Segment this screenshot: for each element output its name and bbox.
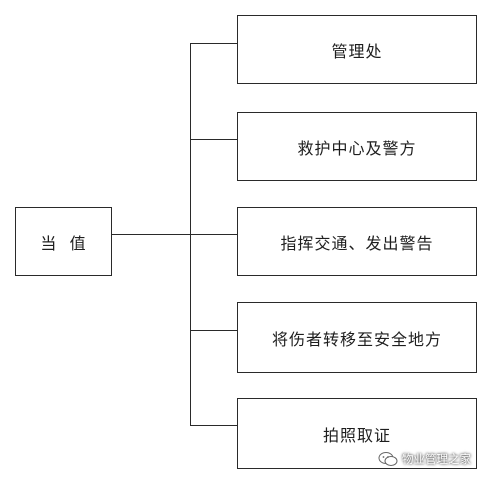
target-node-label: 将伤者转移至安全地方 — [271, 329, 442, 349]
target-node-label: 救护中心及警方 — [297, 138, 417, 158]
target-node-box: 将伤者转移至安全地方 — [237, 302, 477, 373]
target-node-label: 管理处 — [331, 41, 383, 61]
watermark-text: 物业管理之家 — [402, 452, 471, 466]
target-node-box: 管理处 — [237, 15, 477, 84]
source-node-box: 当 值 — [15, 207, 112, 276]
wechat-icon — [378, 452, 398, 466]
target-node-box: 拍照取证 — [237, 398, 477, 469]
connector-branch-2 — [190, 139, 238, 141]
watermark: 物业管理之家 — [378, 446, 486, 472]
source-node-label: 当 值 — [40, 233, 87, 253]
target-node-label: 拍照取证 — [322, 425, 391, 445]
connector-source-to-trunk — [110, 234, 191, 236]
connector-branch-5 — [190, 425, 238, 427]
connector-branch-3 — [190, 234, 238, 236]
connector-branch-4 — [190, 330, 238, 332]
target-node-label: 指挥交通、发出警告 — [280, 233, 434, 253]
target-node-box: 救护中心及警方 — [237, 112, 477, 181]
target-node-box: 指挥交通、发出警告 — [237, 207, 477, 276]
connector-branch-1 — [190, 43, 238, 45]
